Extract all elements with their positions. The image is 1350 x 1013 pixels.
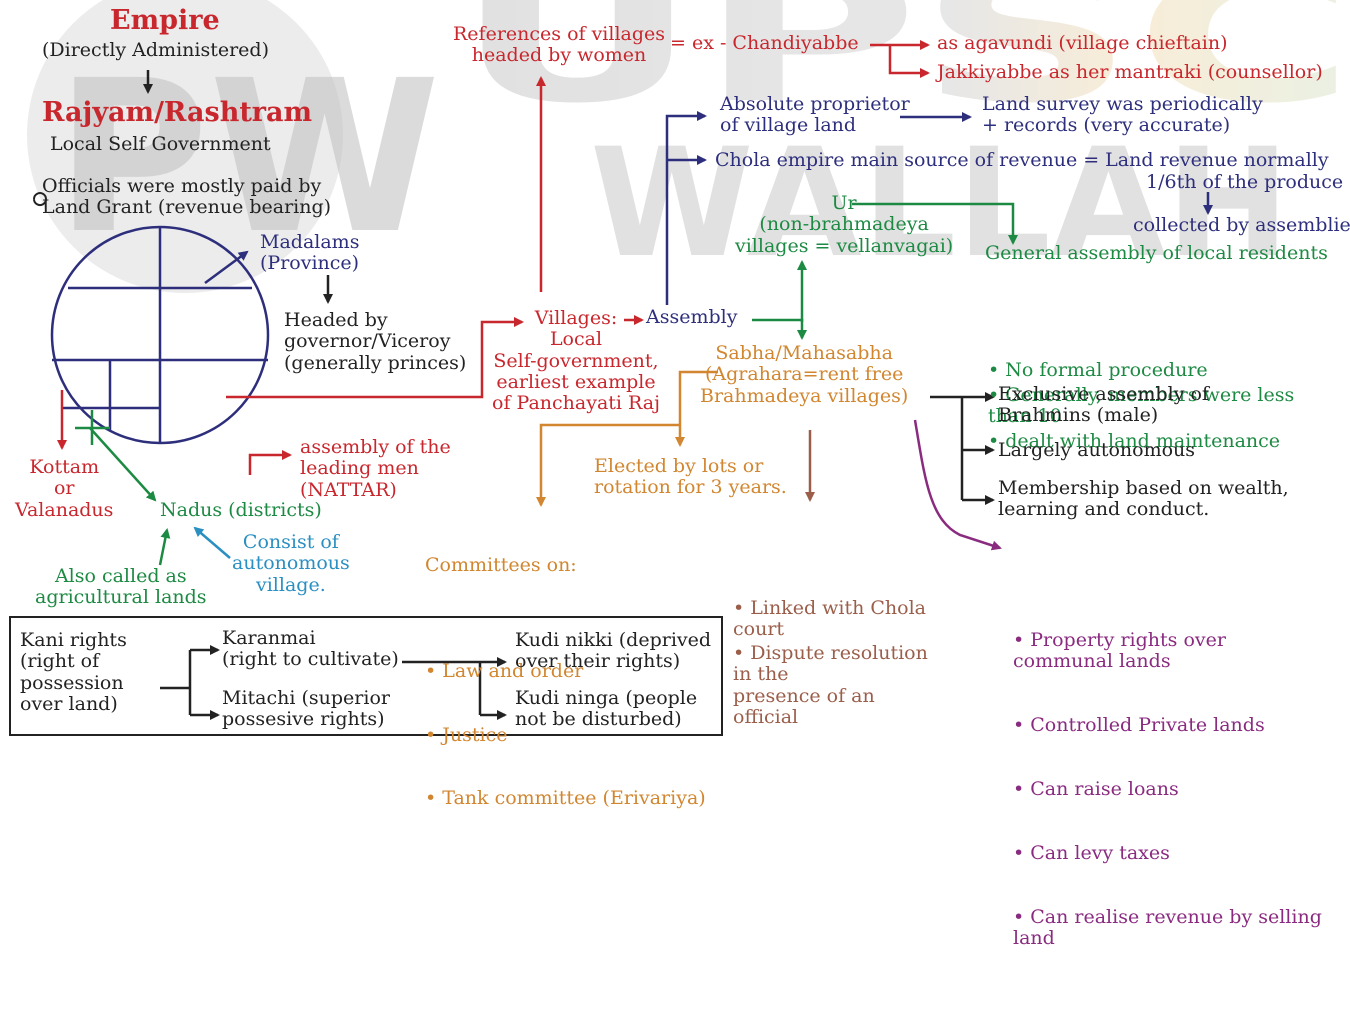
nattar-label: assembly of the leading men (NATTAR) — [300, 436, 451, 501]
revenue-label: Chola empire main source of revenue = La… — [715, 149, 1329, 171]
also-called-label: Also called as agricultural lands — [35, 565, 207, 609]
kudi-ninga-label: Kudi ninga (people not be disturbed) — [515, 687, 698, 731]
ur-points-2: Generally, members were less than 10 — [988, 300, 1294, 491]
sixth-label: 1/6th of the produce — [1146, 171, 1344, 193]
survey-label: Land survey was periodically + records (… — [982, 93, 1263, 137]
watermark: PW UPSC WALLAH — [27, 0, 1350, 293]
circle-to-madalams-arrow — [204, 250, 249, 285]
kani-label: Kani rights (right of possession over la… — [20, 629, 127, 715]
rights-item: Can realise revenue by selling land — [1013, 906, 1322, 950]
ur-point-item: Generally, members were less than 10 — [988, 385, 1294, 428]
kani-branch-lines — [160, 650, 192, 715]
rights-item: Can raise loans — [1013, 778, 1322, 800]
ur-to-general-arrow — [852, 202, 1018, 245]
watermark-logo-circle — [27, 0, 343, 293]
karanmai-label: Karanmai (right to cultivate) — [222, 627, 399, 671]
ur-general-assembly: General assembly of local residents — [985, 242, 1328, 264]
officials-note: Officials were mostly paid by Land Grant… — [42, 175, 332, 219]
rights-item: Controlled Private lands — [1013, 714, 1322, 736]
sabha-to-rights-arrow — [913, 419, 1002, 551]
ur-point-item: No formal procedure — [988, 359, 1207, 381]
empire-subtitle: (Directly Administered) — [42, 39, 269, 61]
province-circle-diagram — [50, 225, 270, 445]
ur-points-3: dealt with land maintenance — [988, 346, 1280, 516]
kudi-nikki-label: Kudi nikki (deprived over their rights) — [515, 629, 712, 673]
madalams-headed: Headed by governor/Viceroy (generally pr… — [284, 309, 467, 374]
sabha-elected: Elected by lots or rotation for 3 years. — [594, 455, 787, 499]
consist-arrow — [193, 526, 231, 559]
women-references: References of villages headed by women — [453, 23, 666, 67]
rajyam-title: Rajyam/Rashtram — [42, 97, 313, 128]
committee-item: Law and order — [425, 660, 706, 682]
nadus-label: Nadus (districts) — [160, 499, 322, 521]
consist-label: Consist of autonomous village. — [232, 531, 350, 596]
assembly-to-proprietor-arrow — [665, 111, 707, 305]
nattar-arrow — [248, 450, 292, 475]
chandiyabbe-example: = ex - Chandiyabbe — [670, 32, 859, 54]
watermark-upsc-text: UPSC — [455, 0, 1350, 143]
kottam-label: Kottam or Valanadus — [15, 456, 114, 521]
sabha-autonomous: Largely autonomous — [998, 439, 1196, 461]
sabha-to-exclusive-arrow — [930, 397, 993, 500]
local-self-government: Local Self Government — [50, 133, 271, 155]
linked-item: Linked with Chola court — [733, 598, 926, 641]
officials-bullet-icon — [33, 192, 47, 207]
collected-label: collected by assemblies — [1133, 214, 1350, 236]
ur-label: Ur (non-brahmadeya villages = vellanvaga… — [735, 192, 954, 257]
villages-label: Villages: Local Self-government, earlies… — [492, 307, 660, 415]
also-called-arrow — [158, 528, 171, 566]
empire-title: Empire — [110, 5, 220, 36]
ur-points: No formal procedure — [988, 275, 1207, 445]
jakkiyabbe-label: Jakkiyabbe as her mantraki (counsellor) — [937, 61, 1323, 83]
sabha-to-committees-arrow — [536, 423, 680, 507]
rights-item: Property rights over communal lands — [1013, 630, 1322, 673]
proprietor-label: Absolute proprietor of village land — [720, 93, 910, 137]
rights-block: Property rights over communal lands Cont… — [1013, 545, 1322, 1013]
assembly-label: Assembly — [646, 306, 738, 328]
rights-item: Can levy taxes — [1013, 842, 1322, 864]
kani-rights-box — [9, 616, 723, 736]
linked-block: Linked with Chola court — [733, 513, 926, 704]
assembly-to-sabha-arrow — [752, 318, 807, 340]
jakki-arrow — [888, 45, 930, 78]
nadus-cross-icon — [75, 410, 110, 445]
circle-to-villages-arrow — [226, 317, 524, 399]
madalams-label: Madalams (Province) — [260, 231, 360, 275]
circle-to-nadus-arrow — [89, 427, 157, 502]
watermark-logo-text: PW — [55, 35, 441, 280]
mitachi-label: Mitachi (superior possesive rights) — [222, 687, 390, 731]
committees-title: Committees on: — [425, 553, 577, 576]
agavundi-label: as agavundi (village chieftain) — [937, 32, 1228, 54]
linked-item: Dispute resolution in the presence of an… — [733, 642, 928, 728]
sabha-label: Sabha/Mahasabha (Agrahara=rent free Brah… — [700, 342, 909, 407]
dispute-block: Dispute resolution in the presence of an… — [733, 558, 928, 792]
sabha-exclusive: Exclusive assembly of Brahmins (male) — [998, 383, 1209, 427]
sabha-to-elected-arrow — [675, 370, 718, 447]
committee-item: Tank committee (Erivariya) — [425, 788, 705, 810]
connector-lines — [9, 40, 1213, 736]
ur-point-item: dealt with land maintenance — [988, 430, 1280, 452]
sabha-membership: Membership based on wealth, learning and… — [998, 477, 1289, 521]
